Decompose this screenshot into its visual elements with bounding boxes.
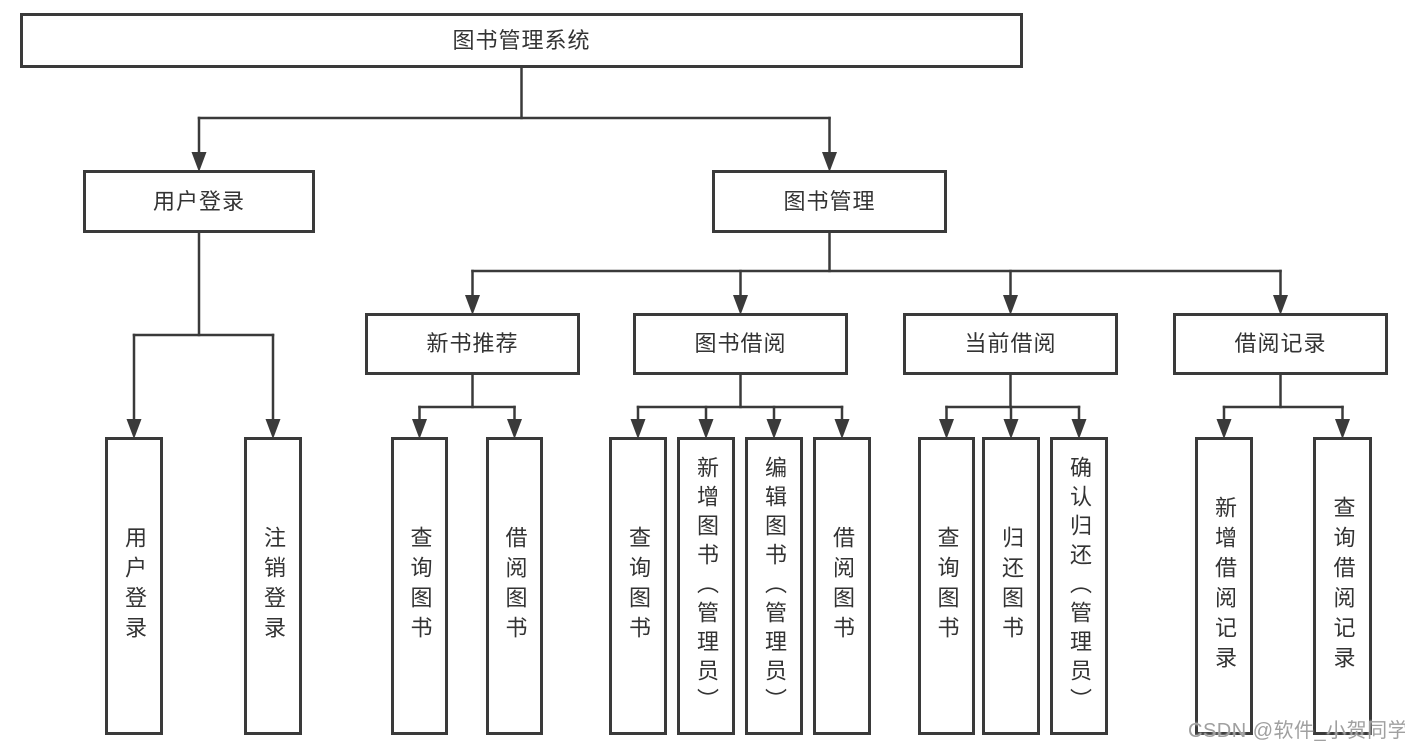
node-logout: 注销登录: [244, 437, 302, 735]
node-label-new-book-recommend: 新书推荐: [426, 331, 519, 356]
node-label-cur-return-book: 归还图书: [999, 526, 1024, 646]
node-label-book-management: 图书管理: [783, 188, 876, 214]
node-label-log-query-record: 查询借阅记录: [1330, 496, 1356, 676]
node-label-current-borrowing: 当前借阅: [964, 331, 1057, 356]
node-book-borrowing: 图书借阅: [633, 313, 848, 375]
node-bor-edit-book: 编辑图书（管理员）: [745, 437, 803, 735]
node-cur-return-book: 归还图书: [982, 437, 1040, 735]
node-label-book-borrowing: 图书借阅: [694, 331, 787, 356]
node-rec-borrow-book: 借阅图书: [486, 437, 543, 735]
node-label-login: 用户登录: [122, 526, 147, 646]
node-label-bor-query-book: 查询图书: [626, 526, 651, 646]
node-system: 图书管理系统: [20, 13, 1023, 68]
node-label-bor-add-book: 新增图书（管理员）: [694, 455, 719, 717]
node-label-log-add-record: 新增借阅记录: [1212, 496, 1237, 676]
node-label-cur-query-book: 查询图书: [934, 526, 960, 646]
node-bor-borrow-book: 借阅图书: [813, 437, 871, 735]
node-cur-query-book: 查询图书: [918, 437, 975, 735]
node-label-rec-query-book: 查询图书: [407, 526, 433, 646]
node-log-add-record: 新增借阅记录: [1195, 437, 1253, 735]
node-label-bor-borrow-book: 借阅图书: [830, 526, 855, 646]
node-log-query-record: 查询借阅记录: [1313, 437, 1372, 735]
node-label-system: 图书管理系统: [452, 27, 591, 53]
node-current-borrowing: 当前借阅: [903, 313, 1118, 375]
node-cur-confirm-return: 确认归还（管理员）: [1050, 437, 1108, 735]
node-login: 用户登录: [105, 437, 163, 735]
node-label-rec-borrow-book: 借阅图书: [502, 526, 528, 646]
node-borrowing-records: 借阅记录: [1173, 313, 1388, 375]
node-label-cur-confirm-return: 确认归还（管理员）: [1067, 455, 1092, 717]
node-label-logout: 注销登录: [261, 526, 286, 646]
node-bor-query-book: 查询图书: [609, 437, 667, 735]
node-bor-add-book: 新增图书（管理员）: [677, 437, 735, 735]
watermark: CSDN @软件_小贺同学: [1188, 720, 1405, 742]
node-label-borrowing-records: 借阅记录: [1234, 331, 1327, 356]
node-label-user-login-module: 用户登录: [152, 188, 245, 214]
node-book-management: 图书管理: [712, 170, 947, 233]
node-label-bor-edit-book: 编辑图书（管理员）: [762, 455, 787, 717]
node-new-book-recommend: 新书推荐: [365, 313, 580, 375]
node-user-login-module: 用户登录: [83, 170, 315, 233]
node-rec-query-book: 查询图书: [391, 437, 448, 735]
